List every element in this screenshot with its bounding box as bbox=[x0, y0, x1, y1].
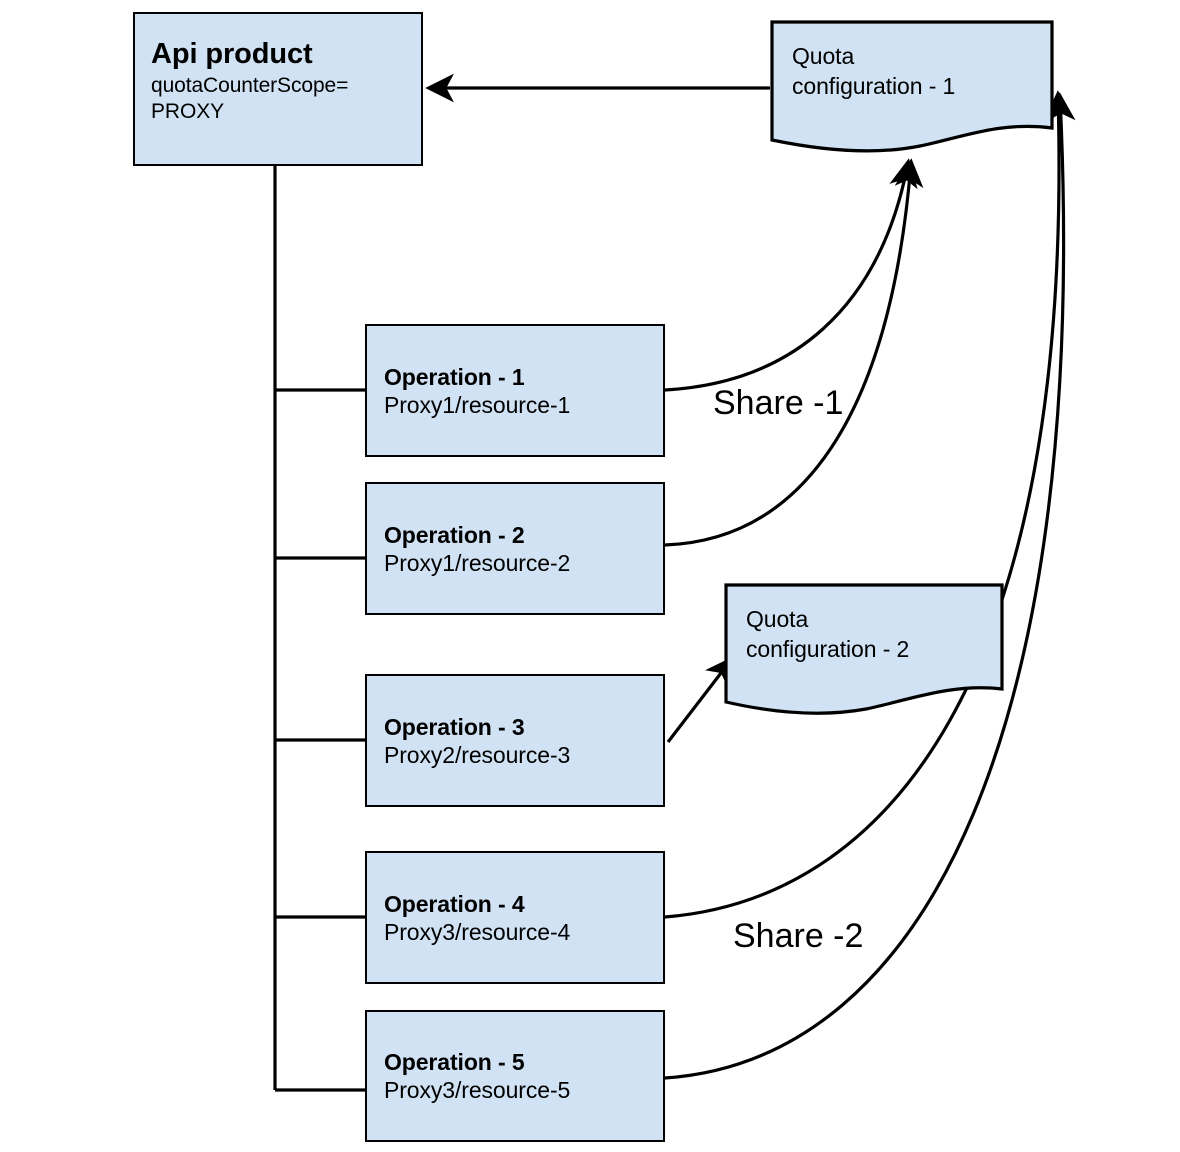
node-operation-1[interactable]: Operation - 1 Proxy1/resource-1 bbox=[365, 324, 665, 457]
node-quota-configuration-2-line2: configuration - 2 bbox=[746, 635, 910, 662]
node-quota-configuration-2[interactable]: Quota configuration - 2 bbox=[724, 583, 1004, 717]
node-operation-2[interactable]: Operation - 2 Proxy1/resource-2 bbox=[365, 482, 665, 615]
edge-op4-to-quota1 bbox=[664, 90, 1074, 919]
document-shape-icon bbox=[724, 583, 1004, 715]
edge-op3-to-quota2 bbox=[666, 656, 734, 743]
edge-op1-to-quota1 bbox=[664, 158, 918, 392]
node-quota-configuration-1-text: Quota configuration - 1 bbox=[770, 20, 955, 102]
node-quota-configuration-1-line1: Quota bbox=[792, 43, 855, 69]
node-quota-configuration-2-line1: Quota bbox=[746, 606, 809, 632]
node-operation-3-text: Operation - 3 Proxy2/resource-3 bbox=[367, 712, 663, 768]
node-operation-4-title: Operation - 4 bbox=[384, 890, 525, 917]
node-operation-4[interactable]: Operation - 4 Proxy3/resource-4 bbox=[365, 851, 665, 984]
node-operation-5-title: Operation - 5 bbox=[384, 1048, 525, 1075]
node-operation-2-path: Proxy1/resource-2 bbox=[384, 549, 571, 576]
node-operation-5-text: Operation - 5 Proxy3/resource-5 bbox=[367, 1048, 663, 1104]
node-operation-4-path: Proxy3/resource-4 bbox=[384, 918, 571, 945]
node-quota-configuration-1-line2: configuration - 1 bbox=[792, 72, 956, 99]
node-quota-configuration-2-text: Quota configuration - 2 bbox=[724, 583, 909, 665]
node-operation-3-path: Proxy2/resource-3 bbox=[384, 741, 571, 768]
edge-label-share-2: Share -2 bbox=[733, 917, 864, 955]
node-operation-4-text: Operation - 4 Proxy3/resource-4 bbox=[367, 889, 663, 945]
node-api-product-scope-key: quotaCounterScope= bbox=[151, 74, 349, 98]
node-quota-configuration-1[interactable]: Quota configuration - 1 bbox=[770, 20, 1054, 154]
node-operation-3[interactable]: Operation - 3 Proxy2/resource-3 bbox=[365, 674, 665, 807]
node-operation-3-title: Operation - 3 bbox=[384, 713, 525, 740]
node-api-product-scope-value: PROXY bbox=[151, 99, 225, 123]
edge-label-share-1: Share -1 bbox=[713, 384, 844, 422]
document-shape-icon bbox=[770, 20, 1054, 153]
node-operation-2-title: Operation - 2 bbox=[384, 521, 525, 548]
node-operation-5[interactable]: Operation - 5 Proxy3/resource-5 bbox=[365, 1010, 665, 1142]
node-operation-1-text: Operation - 1 Proxy1/resource-1 bbox=[367, 362, 663, 418]
node-operation-1-title: Operation - 1 bbox=[384, 363, 525, 390]
node-operation-2-text: Operation - 2 Proxy1/resource-2 bbox=[367, 520, 663, 576]
edge-op2-to-quota1 bbox=[664, 158, 924, 547]
node-api-product-text: Api product quotaCounterScope= PROXY bbox=[135, 14, 421, 124]
node-operation-5-path: Proxy3/resource-5 bbox=[384, 1077, 571, 1103]
node-operation-1-path: Proxy1/resource-1 bbox=[384, 391, 571, 418]
node-api-product-title: Api product bbox=[151, 38, 313, 70]
node-api-product[interactable]: Api product quotaCounterScope= PROXY bbox=[133, 12, 423, 166]
